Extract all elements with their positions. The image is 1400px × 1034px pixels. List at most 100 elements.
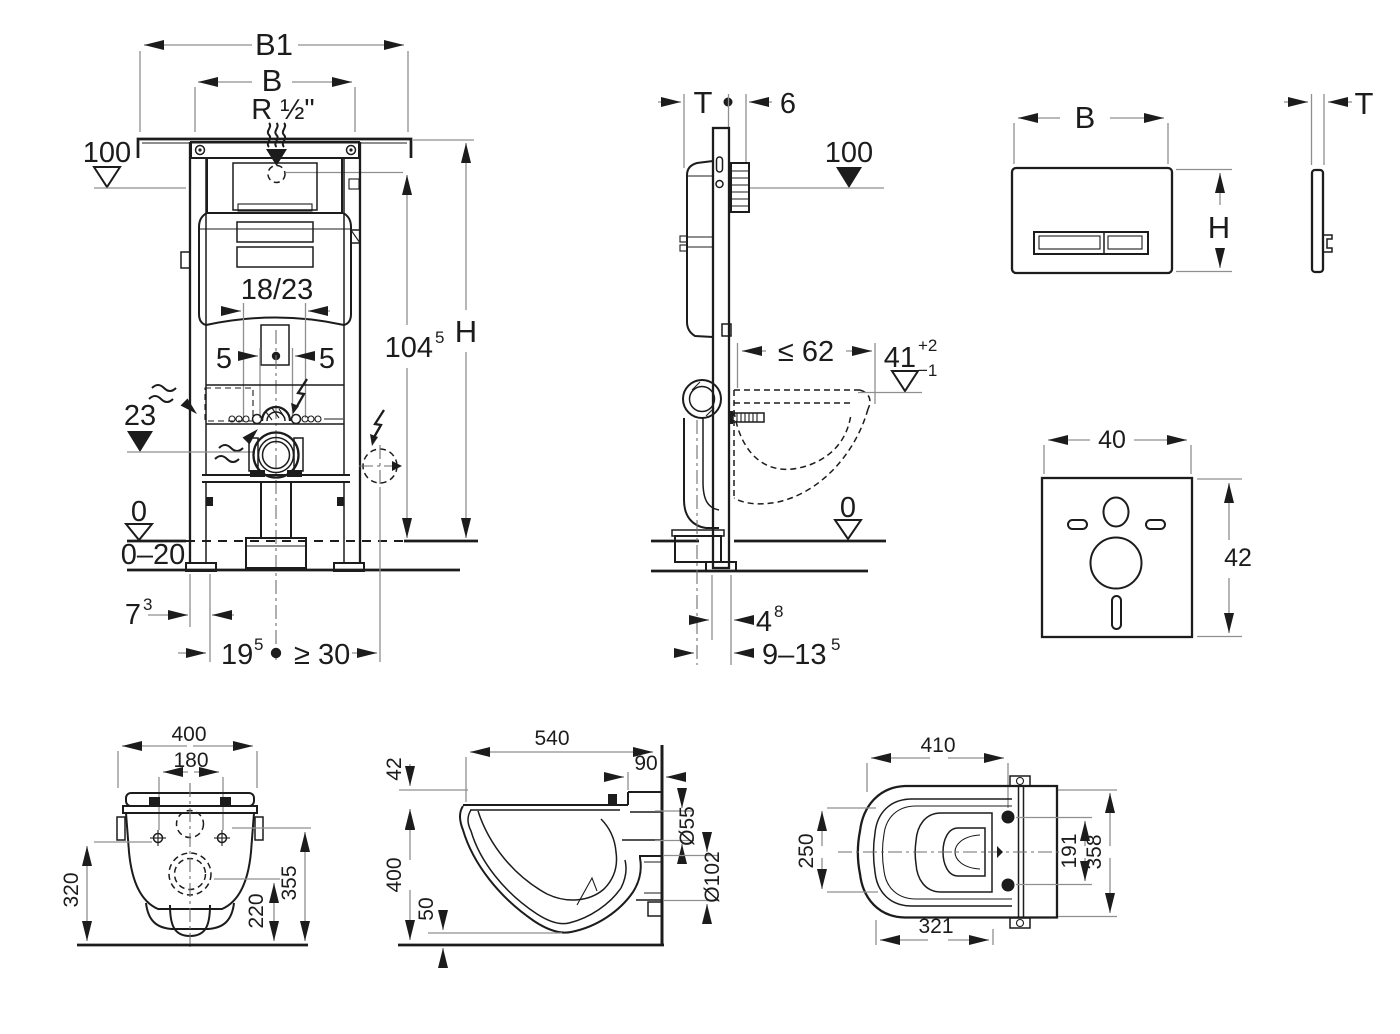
dim-label-wc-321: 321	[918, 915, 953, 938]
level-marker-100-side: 100	[748, 137, 884, 189]
dim-label-plate-b: B	[1075, 100, 1096, 135]
electrical-connection-icon	[359, 445, 402, 487]
dim-label-5-left: 5	[216, 343, 232, 375]
dim-wc-90: 90	[604, 752, 686, 790]
dim-label-ge30: ≥ 30	[294, 639, 350, 671]
steam-arrow-icon	[266, 122, 287, 184]
flush-plate-body	[1010, 166, 1174, 275]
dim-label-wc-358: 358	[1083, 834, 1106, 869]
drain-pipe	[245, 481, 307, 569]
dim-label-wc-50: 50	[415, 897, 438, 920]
dim-label-wc-180: 180	[173, 749, 208, 772]
wc-bowl-dashed-outline	[733, 389, 871, 505]
dim-label-wc-90: 90	[634, 752, 657, 775]
dim-label-wc-540: 540	[534, 727, 569, 750]
dim-plate-t: T	[1284, 86, 1374, 165]
wc-top-body	[838, 775, 1063, 929]
dim-wc-191: 191	[1016, 816, 1092, 886]
dim-h: H	[413, 139, 477, 538]
dim-label-wc-191: 191	[1058, 833, 1081, 868]
odour-arrow-icon	[148, 384, 197, 414]
level-marker-0: 0	[123, 496, 155, 542]
wc-side-profile	[459, 791, 663, 934]
dim-label-wc-410: 410	[920, 734, 955, 757]
dim-label-pad-40: 40	[1098, 426, 1126, 454]
view-wc-rear: 400 180	[60, 723, 311, 948]
dim-label-le62: ≤ 62	[778, 336, 834, 368]
dim-label-wc-42: 42	[383, 757, 406, 780]
level-marker-23: 23	[124, 400, 254, 453]
lightning-icon	[291, 378, 308, 414]
dim-label-plate-h: H	[1208, 210, 1230, 245]
wc-rear-body	[116, 783, 264, 948]
dim-wc-180: 180	[158, 749, 224, 830]
dim-t-6: T 6	[658, 85, 796, 168]
level-label-100-side: 100	[825, 137, 873, 169]
flush-buttons	[1033, 231, 1149, 255]
level-marker-0-side: 0	[833, 492, 863, 541]
flush-plate-protection-box	[730, 162, 750, 213]
level-label-0-side: 0	[840, 492, 856, 524]
dim-7-3: 7 3	[125, 574, 234, 662]
view-frame-front: B1 B R ½" 100	[83, 27, 478, 671]
dim-wc-o102: Ø102	[664, 832, 724, 924]
dim-label-9-13-sup: 5	[831, 635, 840, 654]
label-r-half-inch: R ½"	[251, 94, 314, 126]
dim-label-wc-220: 220	[245, 893, 268, 928]
dim-18-23: 18/23	[221, 274, 330, 418]
dim-label-t: T	[694, 85, 713, 120]
dim-label-h: H	[455, 314, 477, 349]
wall-anchor-rod	[728, 411, 765, 424]
dim-b1: B1	[139, 27, 409, 132]
dim-le62: ≤ 62	[736, 336, 876, 404]
dim-label-9-13: 9–13	[762, 639, 827, 671]
drain-elbow	[671, 418, 725, 563]
dim-label-7: 7	[125, 599, 141, 631]
dim-104-5: 104 5	[385, 175, 444, 538]
dim-label-41-sub: −1	[918, 361, 937, 380]
cistern	[198, 157, 360, 366]
dim-label-19: 19	[221, 639, 253, 671]
flush-bend	[682, 379, 722, 419]
dim-wc-50: 50	[415, 897, 562, 968]
flush-plate-latch	[1323, 234, 1333, 253]
lightning-icon	[370, 409, 385, 446]
dim-label-wc-o55: Ø55	[676, 806, 699, 846]
dim-plate-b: B	[1013, 100, 1169, 164]
dim-label-b: B	[262, 63, 283, 98]
dim-wc-42: 42	[383, 757, 468, 830]
dim-label-5-right: 5	[319, 343, 335, 375]
level-label-100: 100	[83, 137, 131, 169]
dim-9-13-5: 9–13 5	[674, 635, 840, 671]
dim-label-wc-400-side: 400	[383, 857, 406, 892]
dim-label-7-sup: 3	[143, 595, 152, 614]
sound-pad-body	[1040, 476, 1194, 639]
dim-label-wc-355: 355	[278, 865, 301, 900]
odour-arrow-icon	[214, 429, 258, 463]
dim-wc-540: 540	[465, 727, 653, 802]
view-flush-plate-front: B H	[1010, 100, 1232, 275]
fixing-row	[204, 384, 344, 425]
dim-b: B	[194, 63, 356, 132]
dim-wc-321: 321	[875, 915, 994, 945]
outlet-bend	[248, 431, 304, 479]
cistern-profile	[679, 160, 714, 338]
dim-plate-h: H	[1176, 168, 1232, 273]
dim-label-104: 104	[385, 332, 433, 364]
dim-wc-400-side: 400	[383, 810, 415, 940]
view-frame-side: T 6 100	[651, 85, 937, 671]
sound-pad-cutouts	[1067, 496, 1166, 630]
floor-lines-side	[651, 539, 886, 573]
dim-label-4: 4	[756, 606, 772, 638]
dim-pad-42: 42	[1197, 478, 1252, 638]
dim-label-0-20: 0–20	[121, 539, 186, 571]
floor-lines	[127, 539, 478, 572]
dim-label-plate-t: T	[1355, 86, 1374, 121]
dim-5-5: 5 5	[216, 343, 335, 418]
dim-wc-320: 320	[60, 841, 152, 941]
dim-label-4-sup: 8	[774, 602, 783, 621]
dim-wc-250: 250	[795, 807, 878, 893]
flush-plate-side-body	[1310, 168, 1325, 274]
dim-wc-355: 355	[232, 827, 311, 941]
dim-label-41: 41	[884, 342, 916, 374]
